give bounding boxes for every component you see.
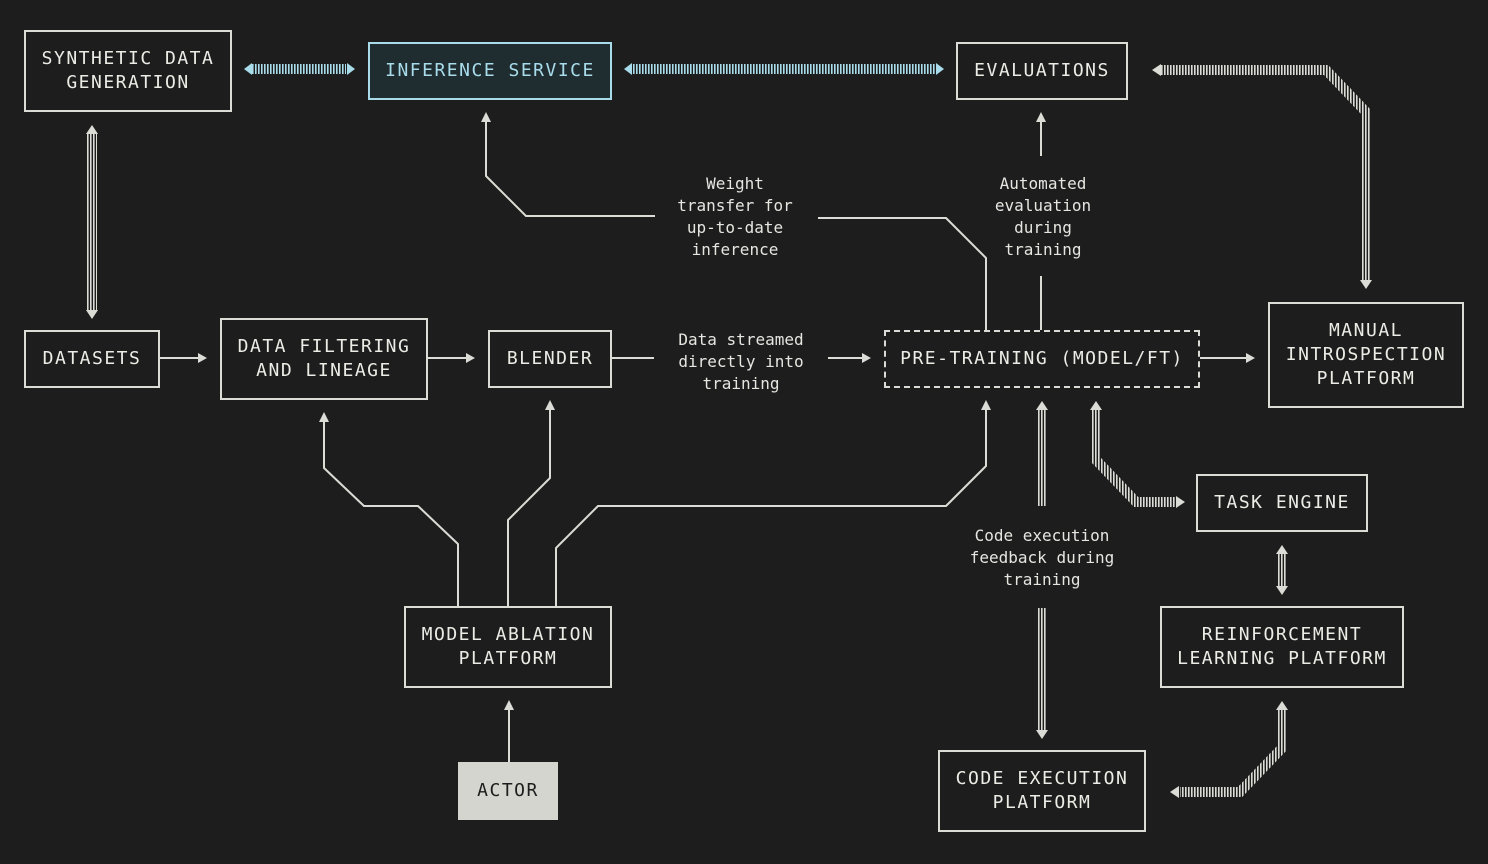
node-code-execution-platform: CODE EXECUTION PLATFORM: [938, 750, 1146, 832]
arrowhead: [981, 400, 991, 410]
node-pre-training: PRE-TRAINING (MODEL/FT): [884, 330, 1200, 388]
label-data-streamed: Data streamed directly into training: [678, 330, 804, 393]
node-data-filtering-and-lineage: DATA FILTERING AND LINEAGE: [220, 318, 428, 400]
node-model-ablation-platform: MODEL ABLATION PLATFORM: [404, 606, 612, 688]
edge-ablation-to-blender: [507, 410, 551, 606]
hatched-edge-pretraining-task-engine: [1091, 410, 1176, 507]
edge-weight-transfer: [485, 122, 987, 330]
label-code-execution-feedback: Code execution feedback during training: [969, 526, 1115, 589]
hatched-edge-code-feedback-lower: [1037, 608, 1047, 730]
arrowhead: [862, 353, 871, 363]
node-datasets: DATASETS: [24, 330, 160, 388]
hatched-edge-task-engine-rl: [1277, 554, 1287, 586]
node-inference-service: INFERENCE SERVICE: [368, 42, 612, 100]
label-weight-transfer: Weight transfer for up-to-date inference: [677, 174, 793, 259]
arrowhead: [481, 112, 491, 122]
arrowhead: [319, 412, 329, 422]
arrowhead: [198, 353, 207, 363]
node-blender: BLENDER: [488, 330, 612, 388]
node-task-engine: TASK ENGINE: [1196, 474, 1368, 532]
node-actor: ACTOR: [458, 762, 558, 820]
hatched-edge-evaluations-manual: [1160, 65, 1371, 280]
node-manual-introspection-platform: MANUAL INTROSPECTION PLATFORM: [1268, 302, 1464, 408]
arrowhead: [1246, 353, 1255, 363]
hatched-edge-rl-code-exec: [1180, 710, 1287, 797]
arrowhead: [466, 353, 475, 363]
hatched-edge-code-feedback-upper: [1037, 410, 1047, 506]
arrowhead: [504, 700, 514, 710]
arrowhead: [545, 400, 555, 410]
arrowhead: [1036, 112, 1046, 122]
label-automated-evaluation: Automated evaluation during training: [994, 174, 1092, 259]
hatched-edge-synthetic-datasets: [87, 134, 97, 310]
node-synthetic-data-generation: SYNTHETIC DATA GENERATION: [24, 30, 232, 112]
edge-ablation-to-pretraining: [555, 410, 987, 606]
hatched-edge-inference-evaluations: [632, 64, 936, 74]
hatched-edge-synthetic-inference: [252, 64, 346, 74]
node-reinforcement-learning-platform: REINFORCEMENT LEARNING PLATFORM: [1160, 606, 1404, 688]
node-evaluations: EVALUATIONS: [956, 42, 1128, 100]
edge-ablation-to-filtering: [323, 422, 459, 606]
